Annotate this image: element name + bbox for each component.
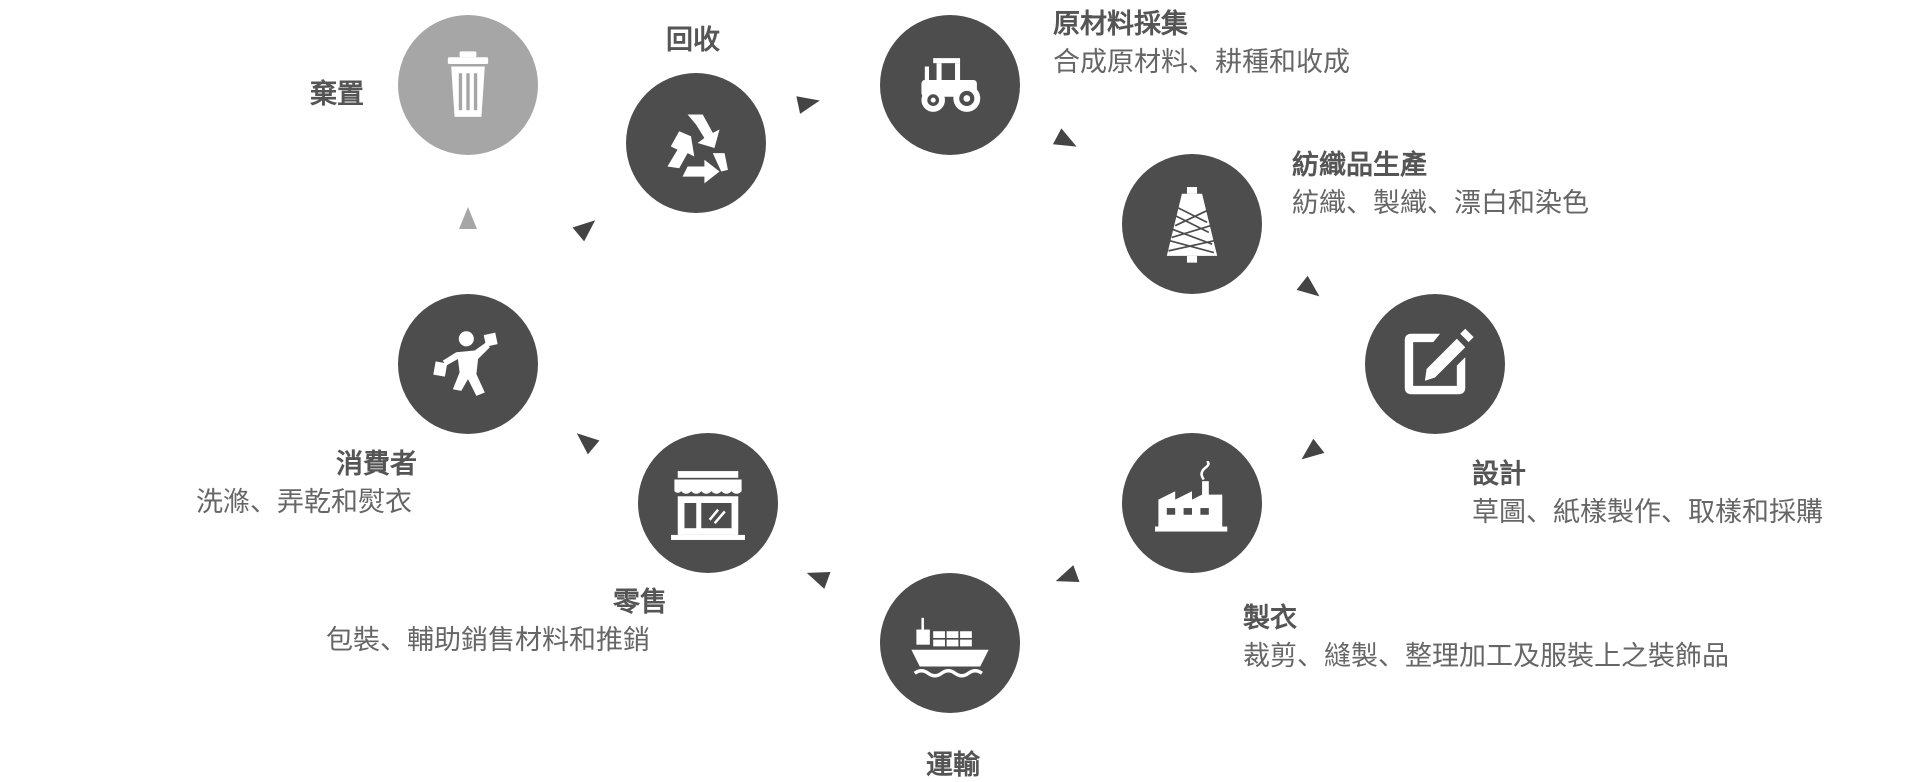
yarn-cone-icon xyxy=(1166,187,1218,263)
factory-icon xyxy=(1155,461,1228,532)
disposal-node xyxy=(398,15,538,155)
consumer-desc: 洗滌、弄乾和熨衣 xyxy=(196,487,412,518)
raw-material-title: 原材料採集 xyxy=(1053,9,1188,40)
garment-desc: 裁剪、縫製、整理加工及服裝上之裝飾品 xyxy=(1243,641,1729,672)
textile-desc: 紡織、製織、漂白和染色 xyxy=(1292,188,1589,219)
garment-title: 製衣 xyxy=(1243,603,1297,634)
raw-material-node xyxy=(880,15,1020,155)
edit-icon xyxy=(1404,328,1474,395)
design-desc: 草圖、紙樣製作、取樣和採購 xyxy=(1472,497,1823,528)
retail-desc: 包裝、輔助銷售材料和推銷 xyxy=(326,625,650,656)
retail-node xyxy=(638,433,778,573)
consumer-node xyxy=(398,294,538,434)
shopper-icon xyxy=(433,331,498,396)
tractor-icon xyxy=(921,58,981,112)
consumer-title: 消費者 xyxy=(336,449,417,480)
retail-title: 零售 xyxy=(613,587,667,618)
textile-node xyxy=(1122,154,1262,294)
transport-title: 運輸 xyxy=(926,750,980,781)
transport-node xyxy=(880,573,1020,713)
recycle-node xyxy=(626,73,766,213)
trash-can-icon xyxy=(447,51,489,117)
raw-material-desc: 合成原材料、耕種和收成 xyxy=(1053,47,1350,78)
garment-node xyxy=(1122,433,1262,573)
disposal-title: 棄置 xyxy=(310,79,364,110)
textile-title: 紡織品生產 xyxy=(1292,150,1427,181)
design-title: 設計 xyxy=(1472,459,1526,490)
recycle-title: 回收 xyxy=(666,25,720,56)
recycle-icon xyxy=(667,114,728,184)
storefront-icon xyxy=(671,471,745,540)
cargo-ship-icon xyxy=(911,617,989,678)
design-node xyxy=(1365,294,1505,434)
